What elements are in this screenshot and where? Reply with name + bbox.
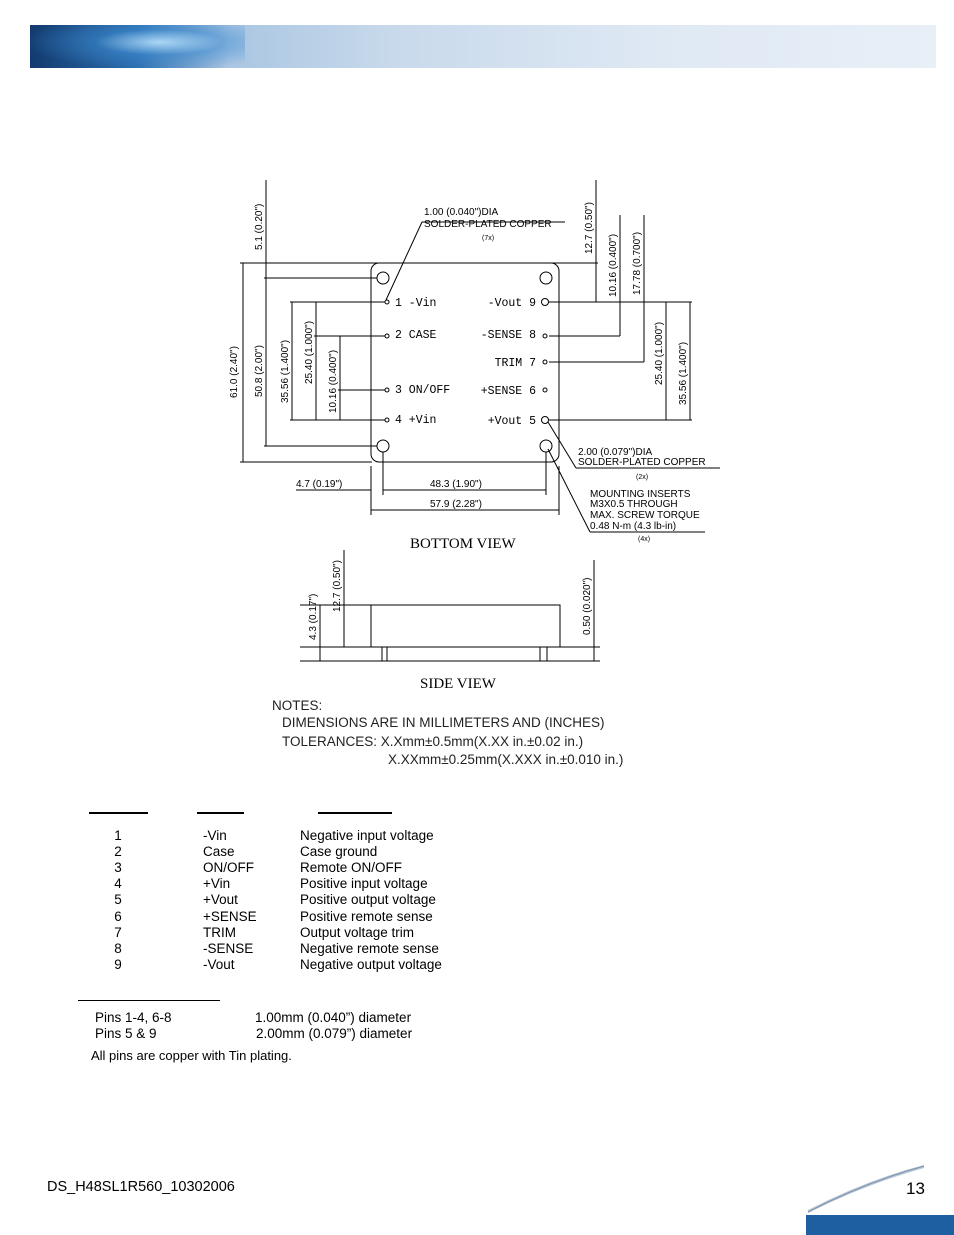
dim-61-0: 61.0 (2.40") (229, 346, 240, 398)
document-id: DS_H48SL1R560_10302006 (47, 1179, 235, 1195)
callout-insert-1: MOUNTING INSERTS (590, 489, 691, 500)
table-header-rule-pin (89, 812, 148, 814)
dim-35-56-left: 35.56 (1.400") (280, 340, 291, 403)
notes-line-2: TOLERANCES: X.Xmm±0.5mm(X.XX in.±0.02 in… (282, 734, 583, 749)
callout-small-pin-3: (7x) (482, 235, 494, 242)
banner-logo-graphic (30, 25, 245, 68)
pin-plating-note: All pins are copper with Tin plating. (91, 1048, 292, 1063)
side-dim-12-7: 12.7 (0.50") (332, 560, 343, 612)
callout-insert-2: M3X0.5 THROUGH (590, 499, 678, 510)
pin-label-4: 4 +Vin (395, 414, 436, 427)
pin-label-6: +SENSE 6 (481, 385, 536, 398)
pin-label-8: -SENSE 8 (481, 329, 536, 342)
side-dim-4-3: 4.3 (0.17") (308, 594, 319, 640)
callout-large-pin-1: 2.00 (0.079")DIA (578, 447, 652, 458)
dim-17-78-right: 17.78 (0.700") (632, 232, 643, 295)
pin-spec-value-2: 2.00mm (0.079”) diameter (256, 1026, 413, 1041)
footer-corner-graphic (806, 1165, 954, 1235)
dim-35-56-right: 35.56 (1.400") (678, 342, 689, 405)
mechanical-drawing: 1 -Vin 2 CASE 3 ON/OFF 4 +Vin -Vout 9 -S… (229, 180, 720, 767)
dim-50-8: 50.8 (2.00") (254, 345, 265, 397)
dim-10-16-left: 10.16 (0.400") (328, 350, 339, 413)
dim-5-1: 5.1 (0.20") (254, 204, 265, 250)
callout-insert-4: 0.48 N-m (4.3 lb-in) (590, 521, 676, 532)
page-number: 13 (906, 1179, 925, 1198)
pin-spec-label-1: Pins 1-4, 6-8 (95, 1010, 172, 1025)
table-header-rule-function (318, 812, 392, 814)
pin-label-7: TRIM 7 (495, 357, 536, 370)
callout-large-pin-2: SOLDER-PLATED COPPER (578, 457, 706, 468)
header-banner (30, 25, 936, 68)
dim-25-40-left: 25.40 (1.000") (304, 321, 315, 384)
side-view-title: SIDE VIEW (420, 676, 497, 692)
dim-57-9: 57.9 (2.28") (430, 499, 482, 510)
callout-insert-5: (4x) (638, 536, 650, 543)
dim-4-7: 4.7 (0.19") (296, 479, 342, 490)
callout-large-pin-3: (2x) (636, 474, 648, 481)
side-dim-0-50: 0.50 (0.020") (582, 578, 593, 635)
pin-spec-label-2: Pins 5 & 9 (95, 1026, 157, 1041)
pin-label-9: -Vout 9 (488, 297, 536, 310)
bottom-view-title: BOTTOM VIEW (410, 536, 517, 552)
dim-12-7-right: 12.7 (0.50") (584, 202, 595, 254)
notes-title: NOTES: (272, 698, 322, 713)
callout-insert-3: MAX. SCREW TORQUE (590, 510, 700, 521)
dim-25-40-right: 25.40 (1.000") (654, 322, 665, 385)
notes-line-3: X.XXmm±0.25mm(X.XXX in.±0.010 in.) (388, 752, 623, 767)
callout-small-pin-1: 1.00 (0.040")DIA (424, 207, 498, 218)
pin-spec-value-1: 1.00mm (0.040”) diameter (255, 1010, 412, 1025)
dim-10-16-right: 10.16 (0.400") (608, 234, 619, 297)
callout-small-pin-2: SOLDER-PLATED COPPER (424, 219, 552, 230)
pin-label-2: 2 CASE (395, 329, 437, 342)
notes-line-1: DIMENSIONS ARE IN MILLIMETERS AND (INCHE… (282, 715, 605, 730)
pin-label-3: 3 ON/OFF (395, 384, 450, 397)
pin-label-1: 1 -Vin (395, 297, 436, 310)
pin-spec-header-rule (78, 1000, 220, 1001)
pin-label-5: +Vout 5 (488, 415, 536, 428)
dim-48-3: 48.3 (1.90") (430, 479, 482, 490)
table-header-rule-name (197, 812, 244, 814)
